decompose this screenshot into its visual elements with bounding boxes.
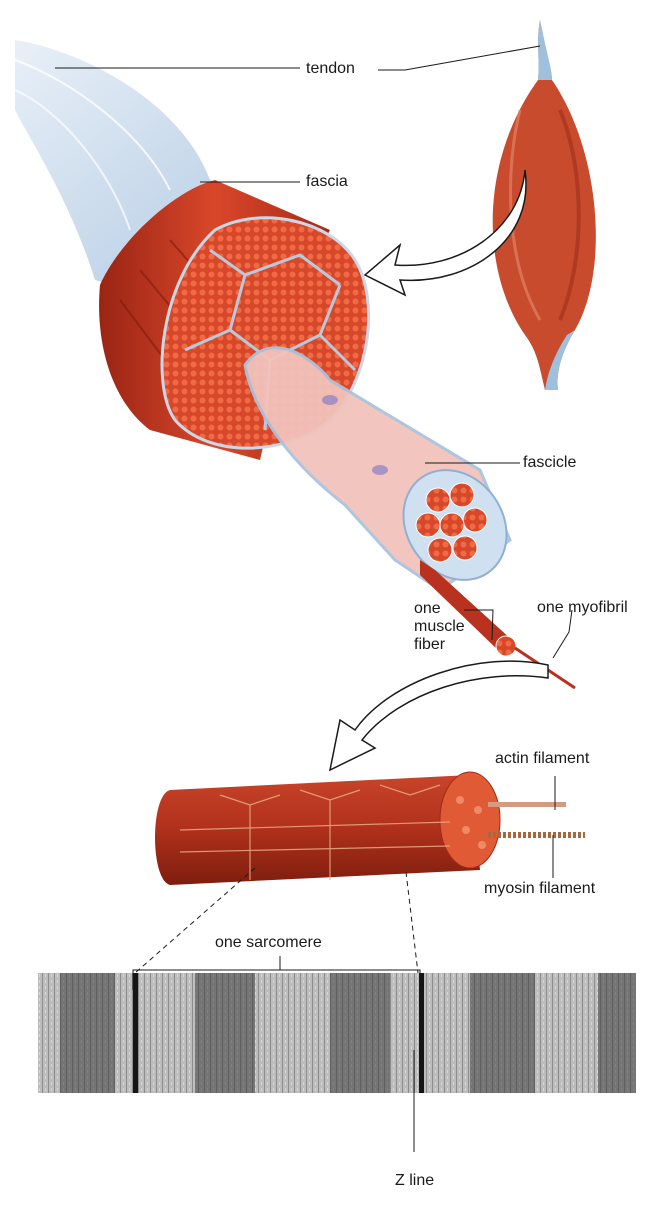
- label-muscle-fiber: one muscle fiber: [414, 600, 484, 654]
- myofibril-cylinder: [155, 772, 585, 885]
- label-myofibril: one myofibril: [537, 599, 628, 617]
- whole-muscle: [493, 20, 596, 390]
- fascicle: [245, 348, 528, 600]
- label-tendon: tendon: [306, 60, 355, 78]
- sarcomere-micrograph: [38, 973, 636, 1093]
- label-sarcomere: one sarcomere: [215, 934, 322, 952]
- label-fascicle: fascicle: [523, 454, 576, 472]
- label-z-line: Z line: [395, 1172, 434, 1190]
- label-fascia: fascia: [306, 173, 348, 191]
- label-actin-filament: actin filament: [495, 750, 589, 768]
- label-myosin-filament: myosin filament: [484, 880, 595, 898]
